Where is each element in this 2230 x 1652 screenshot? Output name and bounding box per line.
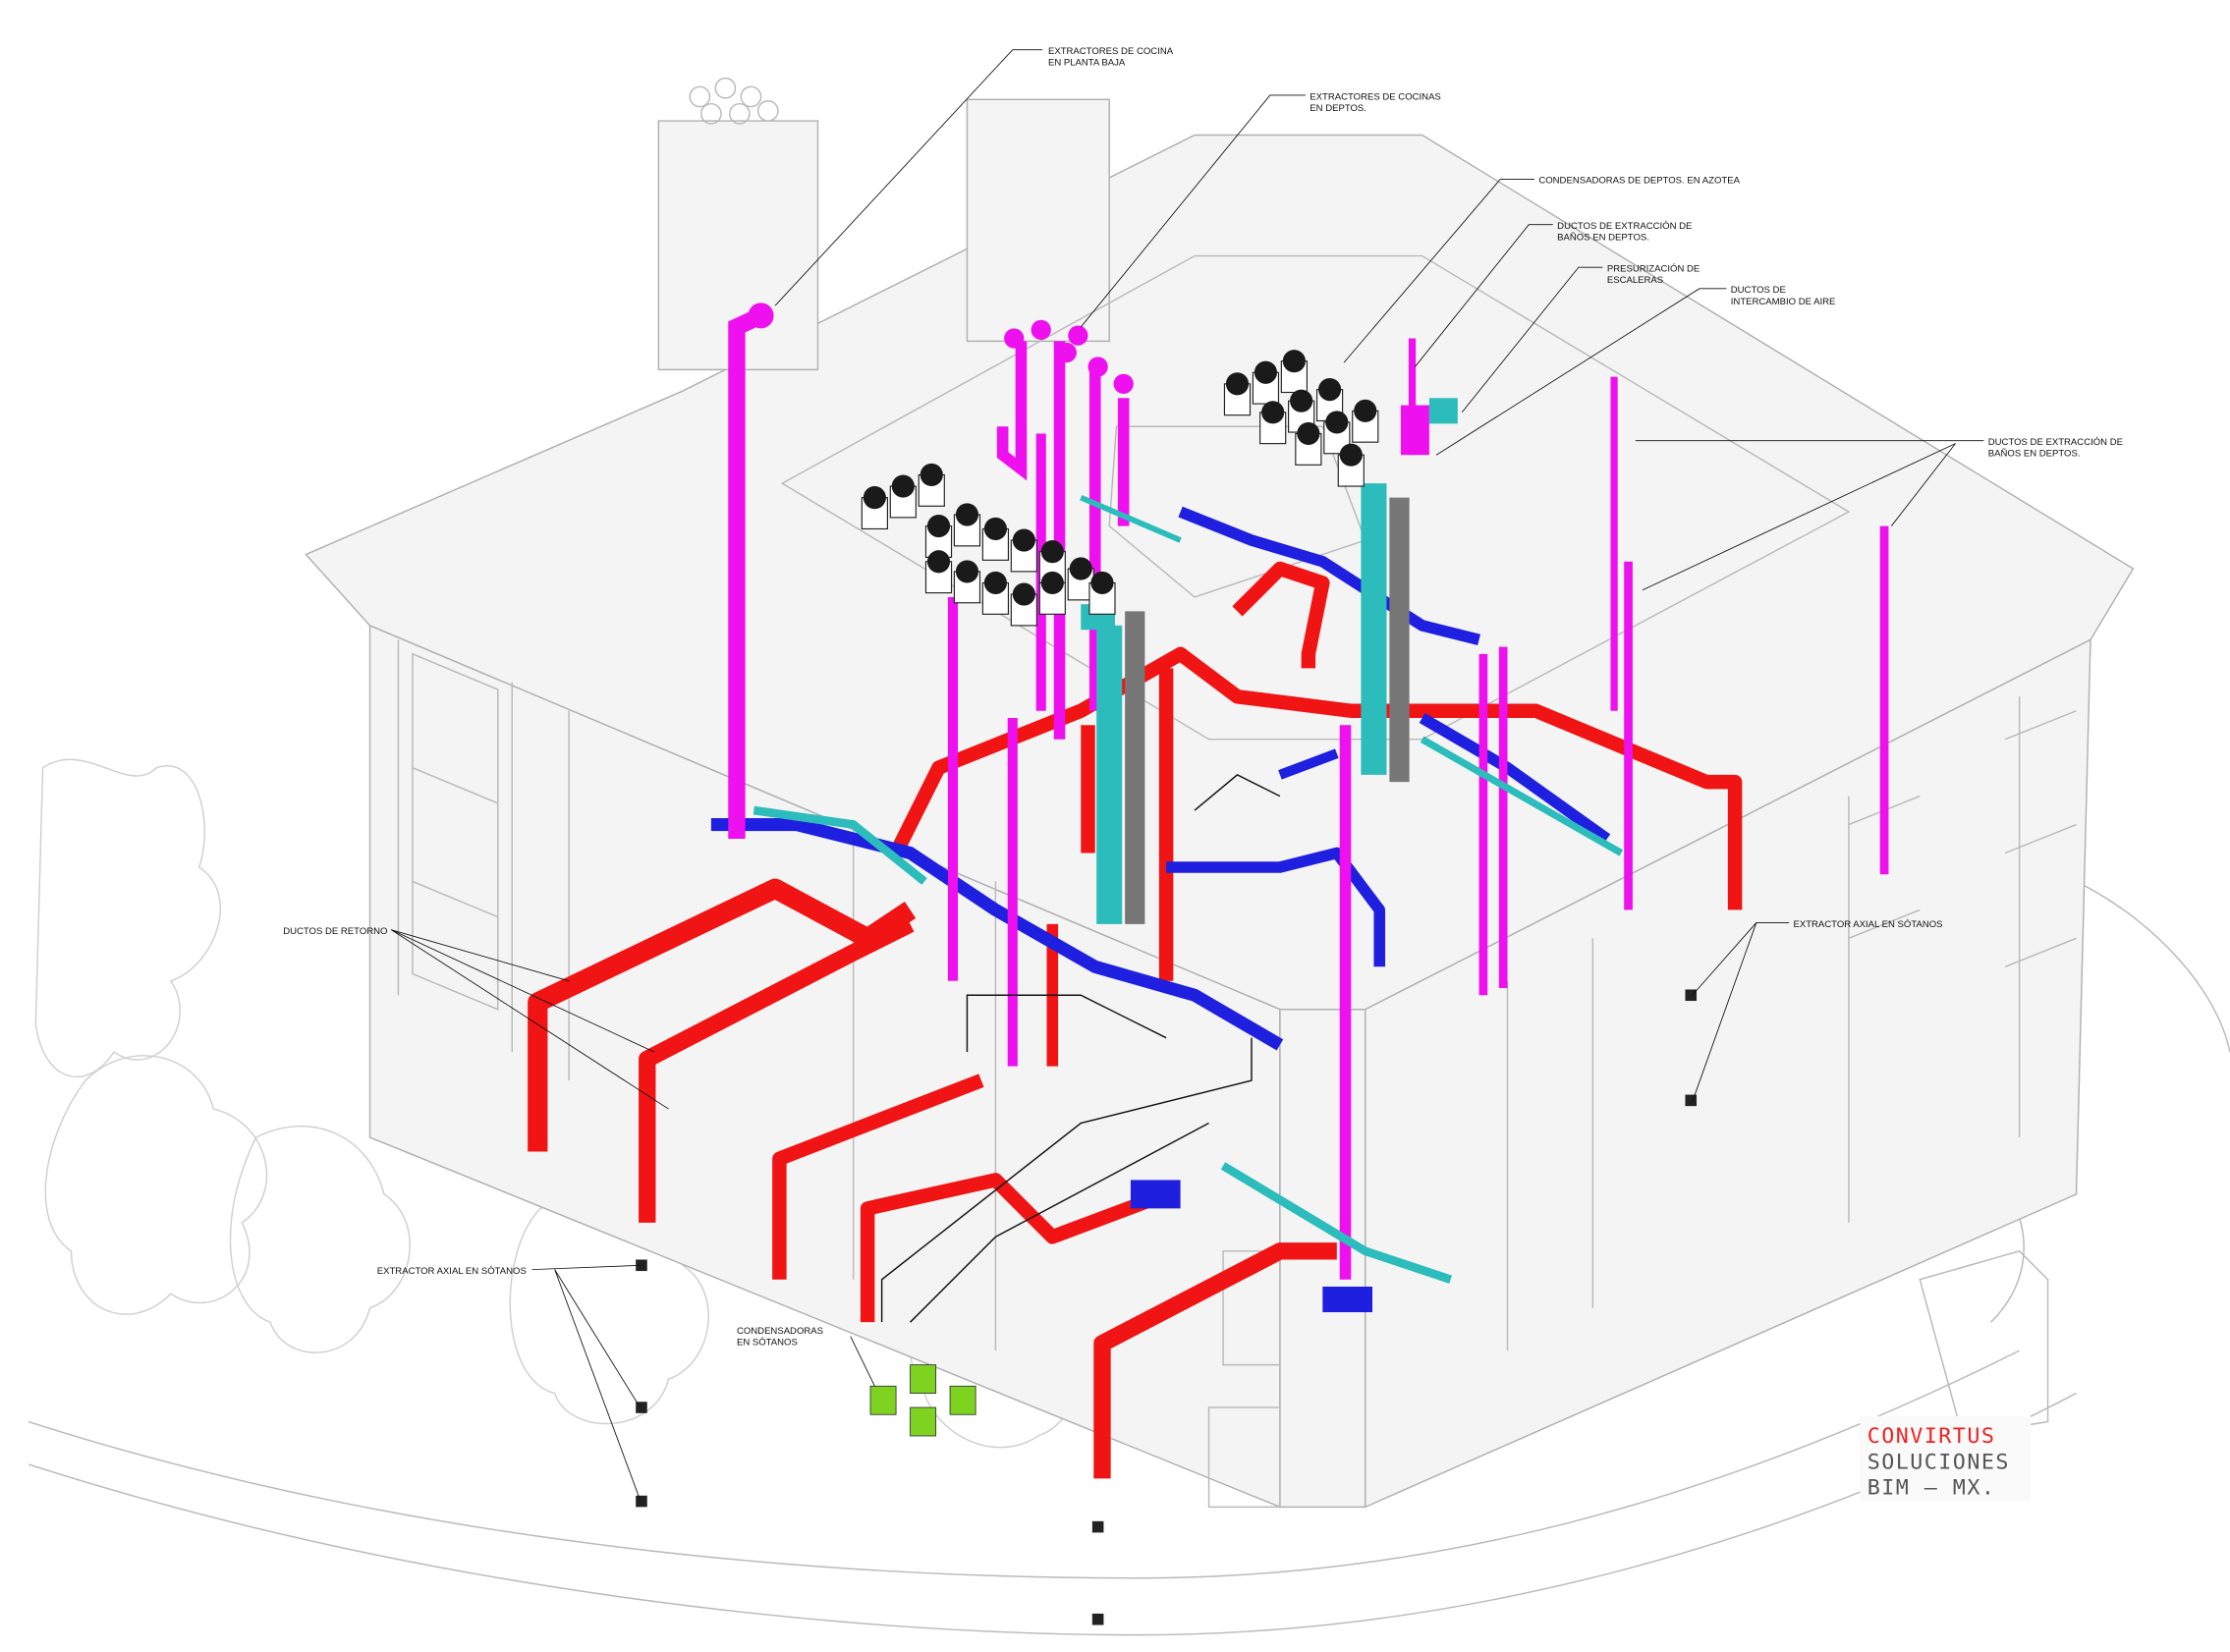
kitchen-extractor-caps <box>1004 319 1134 394</box>
axial-extractors <box>636 989 1698 1625</box>
landscape-trees <box>28 758 2230 1636</box>
condenser-fan-icon <box>1040 540 1064 564</box>
exhaust-ducts <box>728 303 1889 1280</box>
condenser-fan-icon <box>920 463 943 487</box>
condenser-fan-icon <box>955 503 979 526</box>
condenser-fan-icon <box>1069 557 1092 580</box>
label-leaders <box>390 49 1984 1501</box>
condenser-fan-icon <box>863 486 886 510</box>
refrigerant-pipes <box>880 774 1281 1323</box>
roof-condensers <box>861 350 1379 627</box>
label-axial-extractor-right: EXTRACTOR AXIAL EN SÓTANOS <box>1793 919 1942 930</box>
condenser-fan-icon <box>1339 443 1363 467</box>
condenser-fan-icon <box>1012 528 1035 552</box>
condenser-fan-icon <box>926 514 951 538</box>
condenser-fan-icon <box>1317 378 1342 402</box>
condenser-fan-icon <box>1325 411 1349 434</box>
condenser-fan-icon <box>1354 399 1377 422</box>
condenser-fan-icon <box>891 474 915 498</box>
condenser-fan-icon <box>1225 372 1250 396</box>
condenser-fan-icon <box>1012 582 1035 606</box>
label-axial-extractor-left: EXTRACTOR AXIAL EN SÓTANOS <box>377 1266 527 1277</box>
condenser-fan-icon <box>955 560 979 583</box>
condenser-fan-icon <box>1261 401 1285 424</box>
basement-condensers <box>869 1364 976 1437</box>
condenser-fan-icon <box>1297 421 1320 446</box>
condenser-fan-icon <box>926 550 951 574</box>
label-roof-condensers: CONDENSADORAS DE DEPTOS. EN AZOTEA <box>1538 176 1740 187</box>
condenser-fan-icon <box>1282 350 1306 373</box>
air-exchange-ducts <box>753 398 1624 1284</box>
building-outline <box>305 77 2135 1509</box>
label-return-ducts: DUCTOS DE RETORNO <box>283 926 387 937</box>
condenser-fan-icon <box>1254 360 1278 384</box>
chimney-caps <box>689 77 779 125</box>
condenser-fan-icon <box>1290 389 1313 413</box>
brand-line-1: CONVIRTUS <box>1868 1424 1996 1449</box>
brand-logo: CONVIRTUS SOLUCIONES BIM — MX. <box>1860 1415 2032 1502</box>
condenser-fan-icon <box>983 571 1007 595</box>
condenser-fan-icon <box>983 517 1007 541</box>
condenser-fan-icon <box>1040 571 1064 595</box>
brand-line-2: SOLUCIONES <box>1868 1450 2010 1474</box>
condenser-fan-icon <box>1090 571 1114 595</box>
brand-line-3: BIM — MX. <box>1868 1475 1996 1500</box>
